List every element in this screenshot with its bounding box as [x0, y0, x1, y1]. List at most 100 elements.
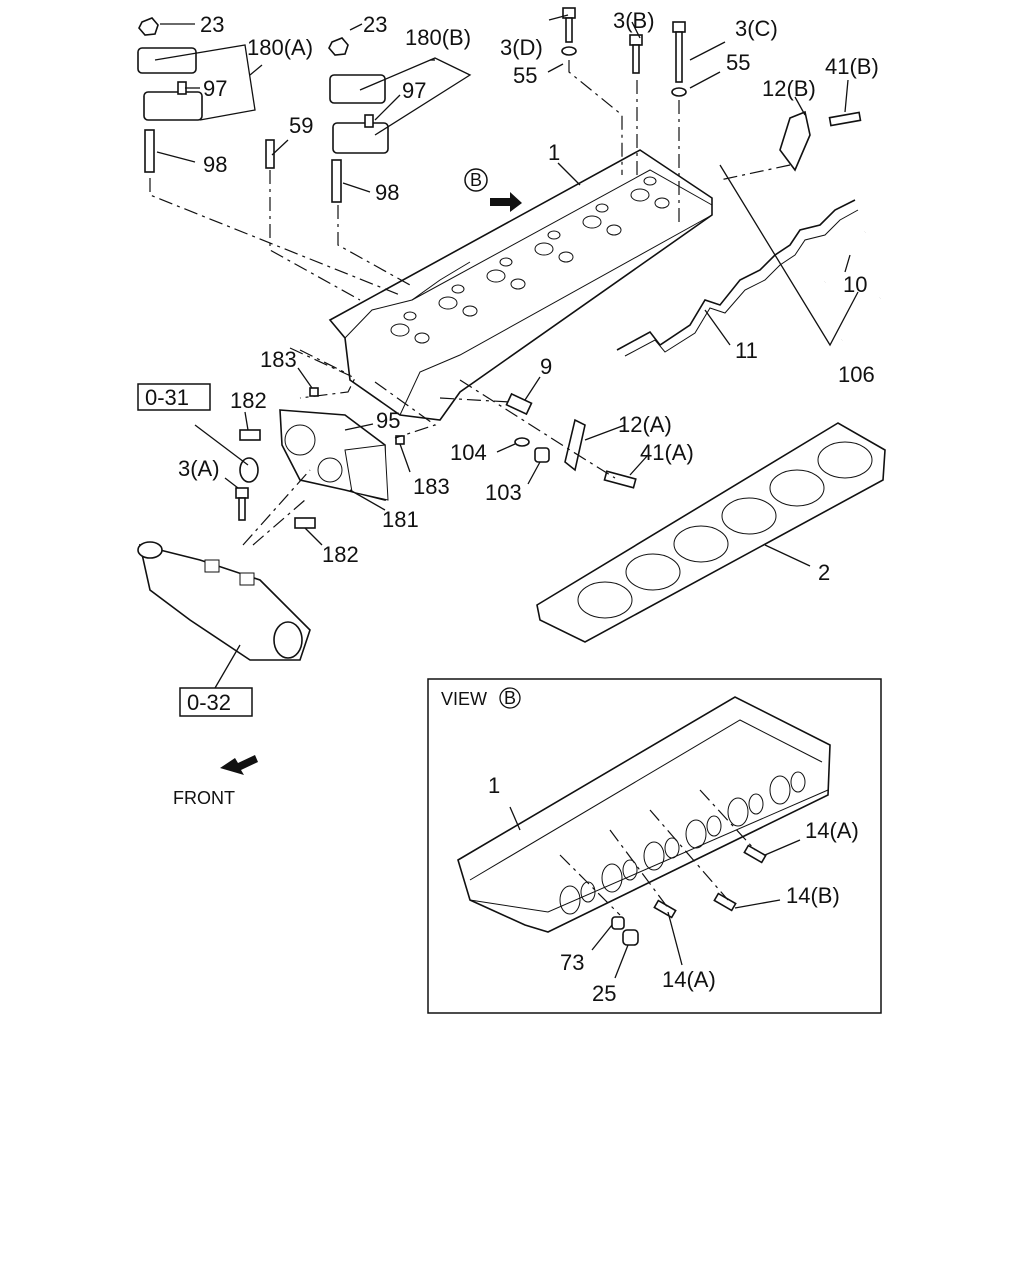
intake-port — [685, 819, 707, 849]
label-3b: 3(B) — [613, 8, 655, 33]
label-25: 25 — [592, 981, 616, 1006]
valve-port-hole — [630, 188, 650, 202]
bracket-12b-part — [779, 110, 811, 172]
valve-port-hole — [558, 251, 574, 263]
cylinder-bore — [769, 469, 825, 507]
ref-0-31: 0-31 — [145, 385, 189, 410]
label-3c: 3(C) — [735, 16, 778, 41]
front-label: FRONT — [173, 788, 235, 808]
view-b-title: VIEW — [441, 689, 487, 709]
label-98-b: 98 — [375, 180, 399, 205]
label-1-view: 1 — [488, 773, 500, 798]
valve-port-hole — [462, 305, 478, 317]
intake-port — [706, 815, 722, 837]
valve-port-hole — [451, 284, 465, 294]
label-3a: 3(A) — [178, 456, 220, 481]
label-183-b: 183 — [413, 474, 450, 499]
label-181: 181 — [382, 507, 419, 532]
valve-port-hole — [547, 230, 561, 240]
thermostat-housing-part — [279, 409, 389, 502]
valve-port-hole — [438, 296, 458, 310]
label-182-b: 182 — [322, 542, 359, 567]
view-b-frame — [427, 678, 882, 1014]
view-b-marker: B — [470, 170, 482, 190]
label-23-a: 23 — [200, 12, 224, 37]
label-41a: 41(A) — [640, 440, 694, 465]
water-outlet-pipe-part — [137, 541, 311, 661]
label-12b: 12(B) — [762, 76, 816, 101]
injector-gasket-strip-part — [616, 199, 859, 357]
label-12a: 12(A) — [618, 412, 672, 437]
valve-port-hole — [499, 257, 513, 267]
label-41b: 41(B) — [825, 54, 879, 79]
label-104: 104 — [450, 440, 487, 465]
valve-port-hole — [595, 203, 609, 213]
intake-port — [622, 859, 638, 881]
label-14a-2: 14(A) — [662, 967, 716, 992]
label-2: 2 — [818, 560, 830, 585]
label-10: 10 — [843, 272, 867, 297]
ref-0-32: 0-32 — [187, 690, 231, 715]
label-97-a: 97 — [203, 76, 227, 101]
ref-box-0-31 — [137, 383, 211, 411]
intake-port — [790, 771, 806, 793]
label-183-a: 183 — [260, 347, 297, 372]
valve-port-hole — [510, 278, 526, 290]
label-180b: 180(B) — [405, 25, 471, 50]
head-gasket-part — [536, 422, 886, 643]
front-arrow-icon — [220, 755, 258, 775]
valve-port-hole — [643, 176, 657, 186]
label-106: 106 — [838, 362, 875, 387]
label-14b: 14(B) — [786, 883, 840, 908]
intake-port — [580, 881, 596, 903]
label-14a-1: 14(A) — [805, 818, 859, 843]
part-labels: 23 23 180(A) 180(B) 97 97 98 98 59 3(D) … — [178, 8, 879, 1006]
label-23-b: 23 — [363, 12, 387, 37]
valve-port-hole — [414, 332, 430, 344]
view-b-title-letter: B — [504, 688, 516, 708]
intake-port — [664, 837, 680, 859]
label-180a: 180(A) — [247, 35, 313, 60]
valve-port-hole — [403, 311, 417, 321]
glow-plug-106 — [840, 296, 882, 342]
intake-port — [601, 863, 623, 893]
ref-box-0-32 — [179, 687, 253, 717]
intake-port — [748, 793, 764, 815]
label-55-b: 55 — [726, 50, 750, 75]
label-73: 73 — [560, 950, 584, 975]
label-98-a: 98 — [203, 152, 227, 177]
cylinder-bore — [577, 581, 633, 619]
view-b-head-part — [457, 696, 831, 933]
label-11: 11 — [735, 338, 758, 363]
cylinder-bore — [625, 553, 681, 591]
valve-port-hole — [606, 224, 622, 236]
label-95: 95 — [376, 408, 400, 433]
intake-port — [769, 775, 791, 805]
valve-port-hole — [654, 197, 670, 209]
intake-port — [643, 841, 665, 871]
cylinder-bore — [721, 497, 777, 535]
intake-port — [727, 797, 749, 827]
cylinder-bore — [817, 441, 873, 479]
leader-lines — [154, 14, 859, 979]
label-9: 9 — [540, 354, 552, 379]
cylinder-bore — [673, 525, 729, 563]
glow-plug-10 — [823, 230, 867, 284]
label-103: 103 — [485, 480, 522, 505]
label-97-b: 97 — [402, 78, 426, 103]
label-1: 1 — [548, 140, 560, 165]
valve-port-hole — [582, 215, 602, 229]
label-55-a: 55 — [513, 63, 537, 88]
assembly-lines — [149, 60, 791, 916]
bracket-12a-part — [564, 418, 586, 472]
cylinder-head-part — [328, 149, 713, 421]
label-3d: 3(D) — [500, 35, 543, 60]
valve-port-hole — [390, 323, 410, 337]
valve-port-hole — [534, 242, 554, 256]
label-59: 59 — [289, 113, 313, 138]
view-b-arrow: B — [464, 168, 522, 212]
intake-port — [559, 885, 581, 915]
label-182-a: 182 — [230, 388, 267, 413]
valve-port-hole — [486, 269, 506, 283]
